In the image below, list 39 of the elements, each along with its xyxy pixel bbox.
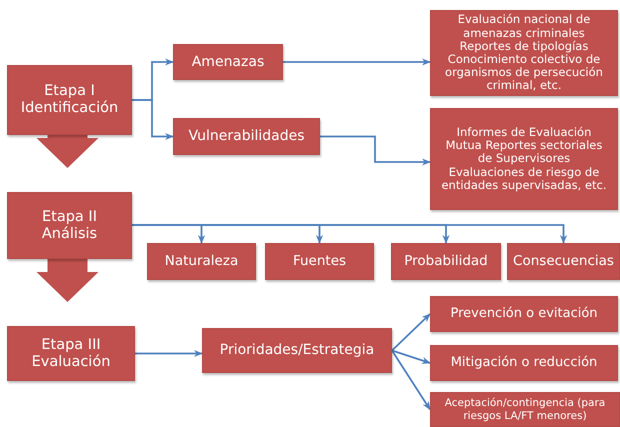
arrow <box>392 350 431 364</box>
process-box <box>430 10 618 96</box>
process-box <box>202 328 392 373</box>
process-box <box>507 243 620 280</box>
box-label: Prevención o evitación <box>450 306 598 322</box>
process-box <box>173 118 320 155</box>
box-label: Mitigación o reducción <box>450 356 598 370</box>
process-box <box>430 108 618 210</box>
box-label: Consecuencias <box>513 254 614 270</box>
box-label: Probabilidad <box>404 254 488 270</box>
arrow <box>283 58 431 66</box>
process-box <box>391 243 501 280</box>
block-arrow <box>36 135 98 168</box>
arrow <box>391 313 431 352</box>
box-label: Prioridades/Estrategia <box>220 342 374 359</box>
process-box <box>7 65 132 135</box>
box-label: Etapa III Evaluación <box>30 336 112 370</box>
block-arrow <box>36 259 98 302</box>
box-label: Informes de Evaluación Mutua Reportes sectoriales de Supervisores Evaluaciones de riesgo de entidades supervisadas, etc. <box>440 126 608 192</box>
process-box <box>265 243 374 280</box>
box-label: Evaluación nacional de amenazas criminales Reportes de tipologías Conocimiento colectivo de organismos de persecución criminal, etc. <box>444 13 604 93</box>
box-label: Vulnerabilidades <box>188 128 305 145</box>
box-label: Amenazas <box>192 54 264 70</box>
arrow <box>391 350 431 410</box>
box-label: Naturaleza <box>164 254 238 270</box>
box-label: Etapa II Análisis <box>40 208 98 242</box>
arrow <box>135 350 203 358</box>
box-label: Aceptación/contingencia (para riesgos LA/FT menores) <box>444 397 606 422</box>
process-box <box>173 44 283 80</box>
box-label: Fuentes <box>292 254 346 270</box>
process-box <box>147 243 256 280</box>
process-box <box>430 296 618 332</box>
arrow <box>132 99 174 140</box>
process-box <box>7 192 132 259</box>
process-box <box>430 392 620 427</box>
arrow <box>320 136 431 166</box>
process-box <box>430 345 618 381</box>
process-box <box>7 326 135 381</box>
box-label: Etapa I Identificación <box>20 83 120 117</box>
